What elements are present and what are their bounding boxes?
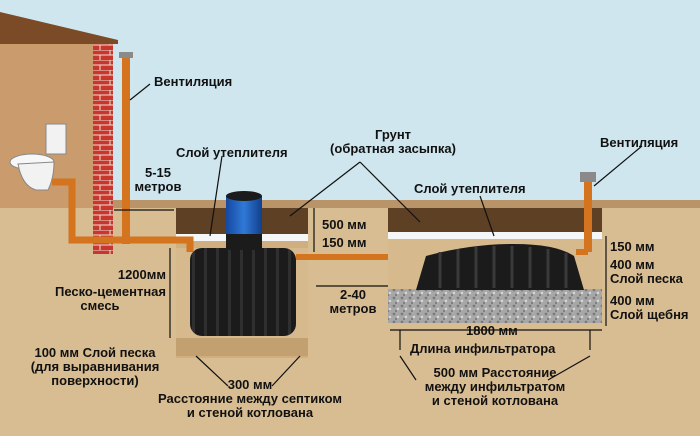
vent-pipe-house — [122, 56, 130, 244]
gap-500mm-label: 500 мм Расстояние между инфильтратом и с… — [400, 366, 590, 408]
gravel-400mm-line1: 400 мм — [610, 293, 655, 308]
ventilation-left-label: Вентиляция — [154, 74, 233, 89]
infiltrator-ribs — [438, 246, 568, 288]
sand-100mm-line1: 100 мм Слой песка — [34, 345, 156, 360]
sand-100mm-label: 100 мм Слой песка (для выравнивания пове… — [20, 346, 170, 388]
septic-hatch-lid — [226, 191, 262, 201]
gravel-400mm-label: 400 мм Слой щебня — [610, 294, 689, 322]
toilet-outlet-pipe — [52, 178, 194, 252]
insulation-left-label: Слой утеплителя — [176, 145, 288, 160]
infiltrator-backfill-top — [388, 208, 602, 232]
brick-chimney-wall — [93, 44, 113, 254]
gap-300mm-line2: Расстояние между септиком — [158, 391, 342, 406]
distance-5-15-line1: 5-15 — [144, 165, 172, 180]
gap-500mm-line2: между инфильтратом — [424, 379, 566, 394]
dim-150mm-left-label: 150 мм — [322, 235, 367, 250]
dim-150mm-right-label: 150 мм — [610, 239, 655, 254]
dim-1800mm-label: 1800 мм — [466, 323, 518, 338]
vent-pipe-infiltrator — [584, 180, 592, 252]
ventilation-right-label: Вентиляция — [600, 135, 679, 150]
ground-label-line2: (обратная засыпка) — [330, 141, 456, 156]
sand-400mm-line2: Слой песка — [610, 271, 683, 286]
sand-100mm-line3: поверхности) — [51, 373, 139, 388]
distance-2-40-label: 2-40 метров — [318, 288, 388, 316]
distance-5-15-line2: метров — [134, 179, 182, 194]
distance-2-40-line2: метров — [329, 301, 377, 316]
sand-cement-label: Песко-цементная смесь — [34, 285, 166, 313]
ground-label: Грунт (обратная засыпка) — [318, 128, 468, 156]
gap-300mm-line1: 300 мм — [227, 377, 273, 392]
infiltrator-length-label: Длина инфильтратора — [410, 341, 556, 356]
vent-cap-house — [119, 52, 133, 58]
dim-500mm-label: 500 мм — [322, 217, 367, 232]
toilet-icon — [9, 123, 67, 191]
gap-500mm-line3: и стеной котлована — [431, 393, 559, 408]
sand-100mm-line2: (для выравнивания — [30, 359, 160, 374]
gravel-400mm-line2: Слой щебня — [610, 307, 689, 322]
sand-400mm-line1: 400 мм — [610, 257, 655, 272]
distance-5-15-label: 5-15 метров — [128, 166, 188, 194]
insulation-right-label: Слой утеплителя — [414, 181, 526, 196]
gravel-layer — [388, 289, 602, 323]
leader-lines — [114, 83, 643, 387]
sand-400mm-label: 400 мм Слой песка — [610, 258, 683, 286]
house-roof — [0, 12, 118, 44]
ground-label-line1: Грунт — [374, 127, 412, 142]
connecting-pipe — [296, 254, 426, 260]
sand-bed-100mm — [176, 338, 308, 356]
dim-1200mm-label: 1200мм — [117, 267, 166, 282]
gap-300mm-label: 300 мм Расстояние между септиком и стено… — [140, 378, 360, 420]
sand-cement-line1: Песко-цементная — [54, 284, 166, 299]
insulation-right — [388, 232, 602, 239]
septic-tank-body — [190, 248, 296, 336]
sand-cement-line2: смесь — [80, 298, 120, 313]
septic-hatch — [226, 196, 262, 234]
gap-300mm-line3: и стеной котлована — [186, 405, 314, 420]
topsoil-band — [0, 200, 700, 208]
gap-500mm-line1: 500 мм Расстояние — [433, 365, 557, 380]
distance-2-40-line1: 2-40 — [339, 287, 367, 302]
vent-cap-infiltrator — [580, 172, 596, 182]
